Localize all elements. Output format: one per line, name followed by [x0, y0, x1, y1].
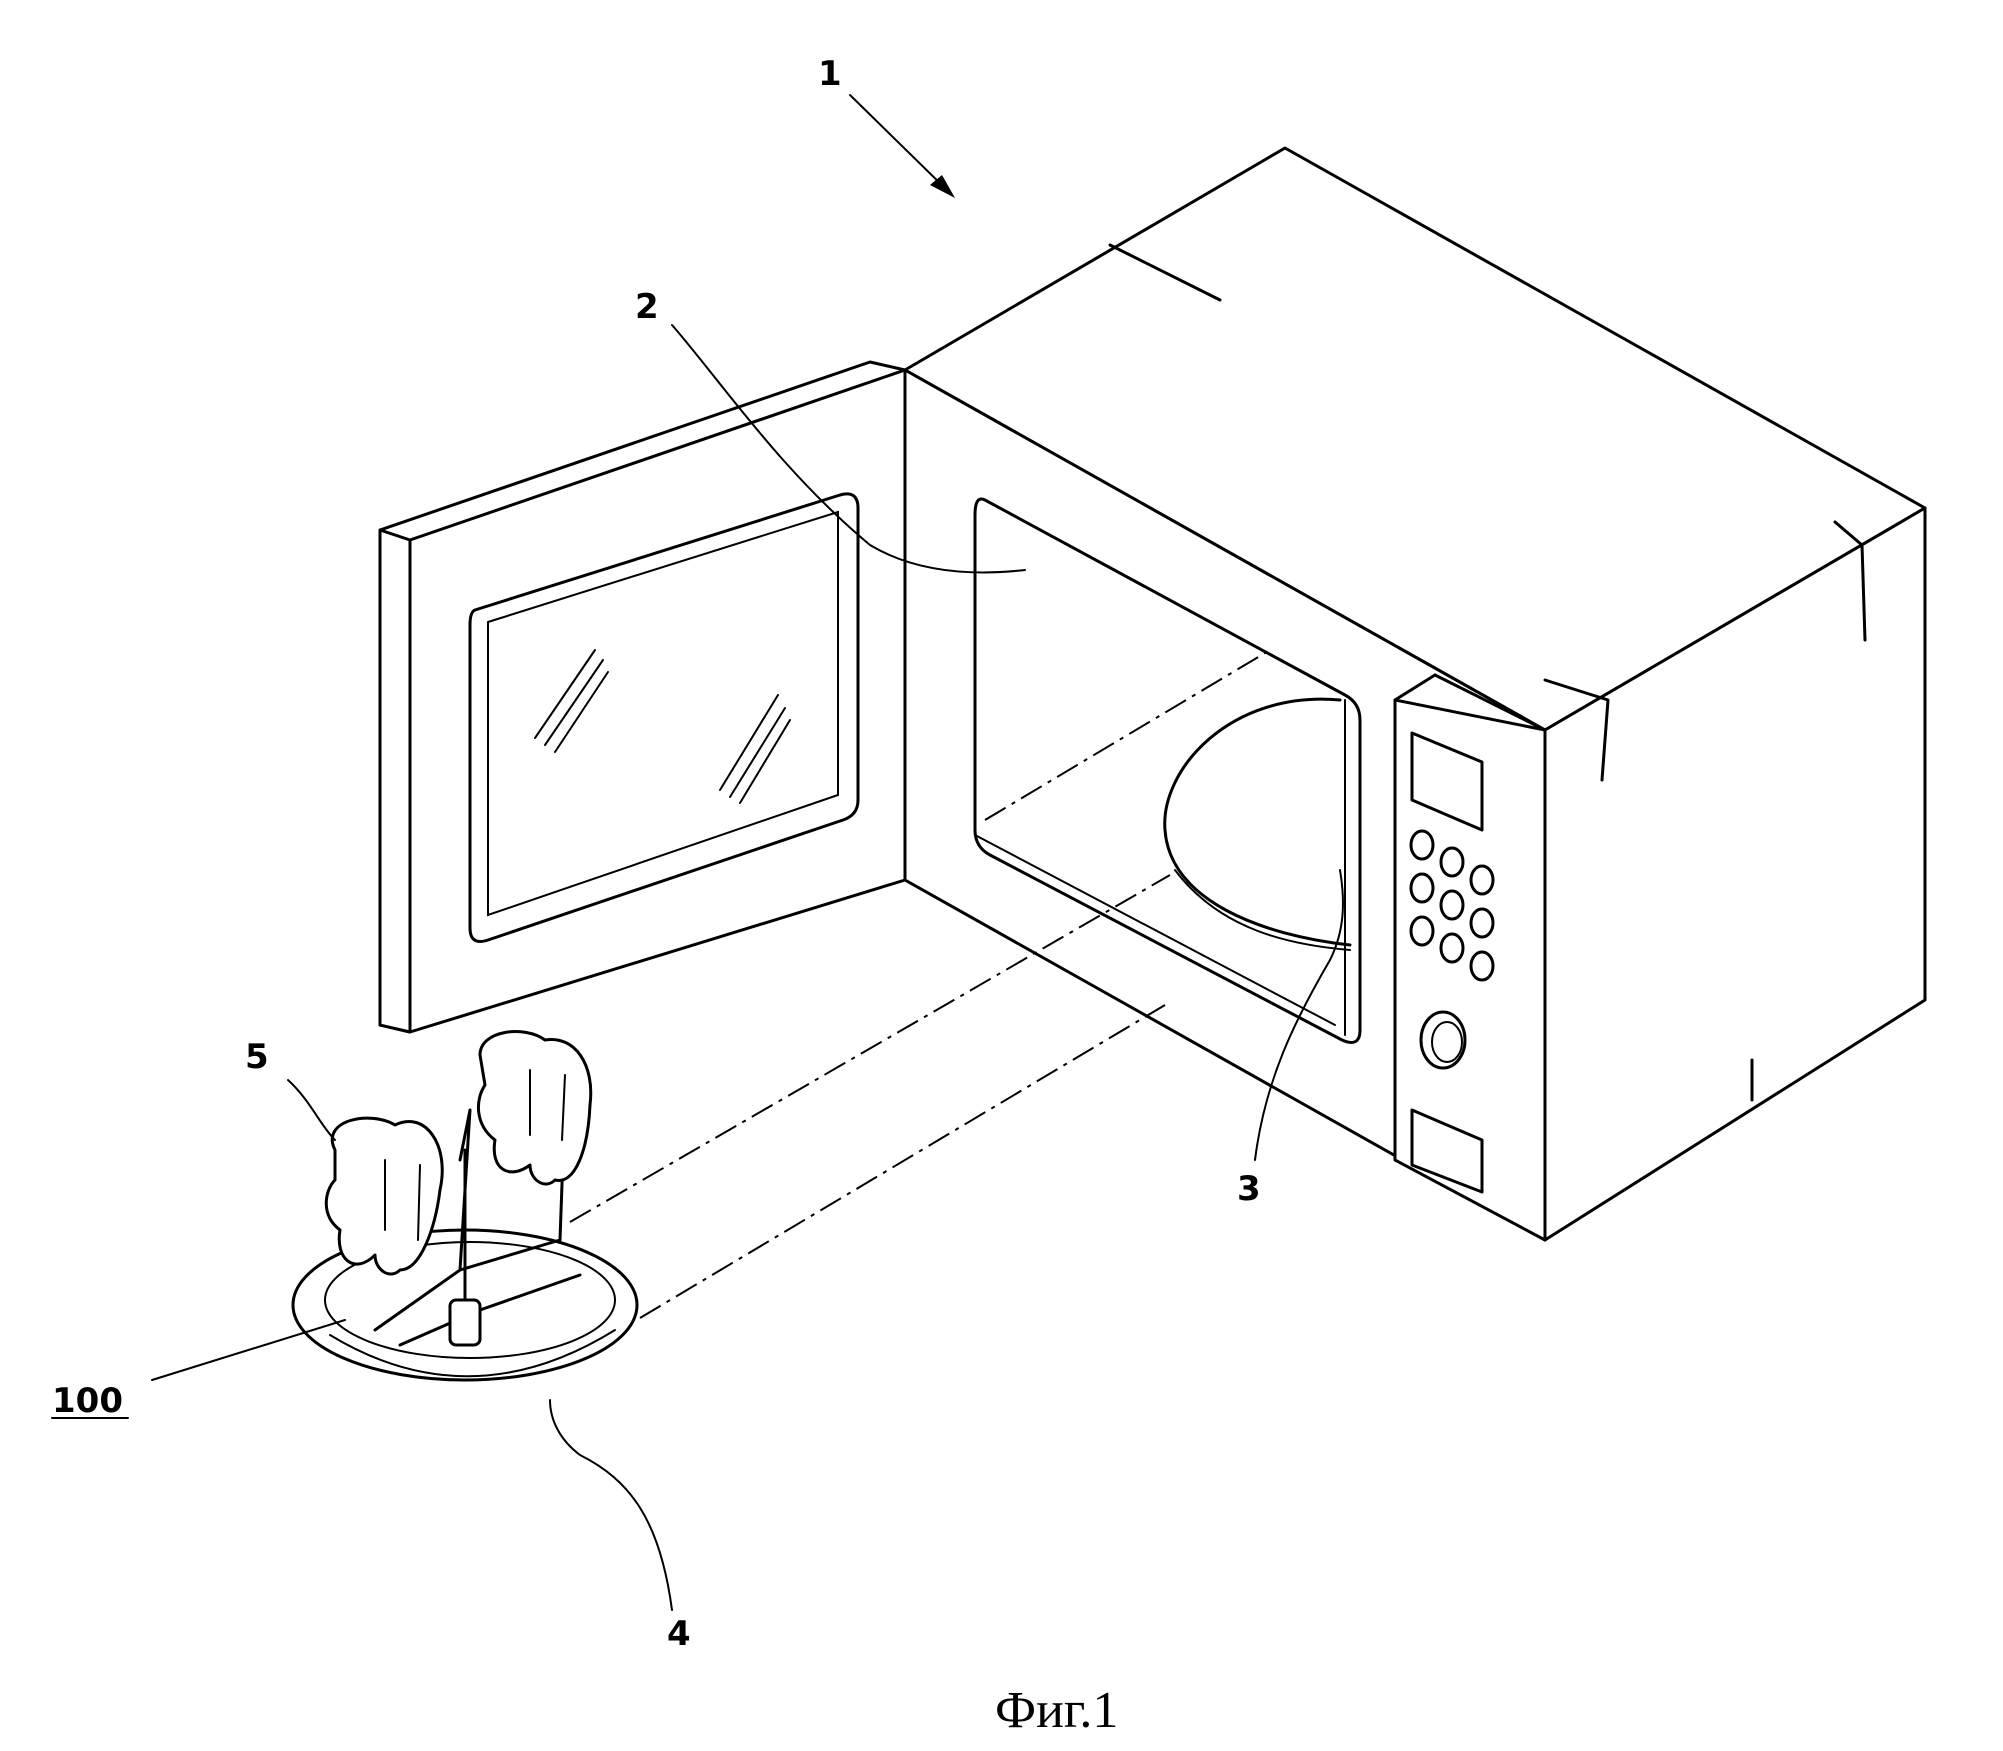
keypad: [1409, 829, 1495, 982]
door-window-frame: [468, 492, 860, 943]
tray-inner: [324, 1241, 616, 1359]
label-turntable: 3: [1237, 1169, 1261, 1209]
dial-knob: [1419, 1010, 1467, 1070]
leader-line-oven: [849, 94, 951, 194]
leader-line-food: [287, 1079, 336, 1141]
keypad-button: [1469, 907, 1495, 939]
label-food: 5: [245, 1037, 269, 1077]
label-oven: 1: [818, 54, 842, 94]
label-rack: 100: [52, 1381, 123, 1421]
keypad-button: [1409, 872, 1435, 904]
door-front: [378, 360, 907, 1034]
keypad-button: [1469, 950, 1495, 982]
oven-door: [378, 360, 907, 1034]
label-tray: 4: [667, 1614, 691, 1654]
microwave-oven: [903, 146, 1927, 1242]
panel-lower-window: [1410, 1108, 1484, 1194]
rack-hub: [448, 1298, 482, 1347]
figure-caption: Фиг.1: [995, 1682, 1118, 1739]
door-edge: [378, 528, 412, 1034]
tray-assembly: [151, 874, 1171, 1382]
display-window: [1410, 731, 1484, 832]
arrow-head-icon: [930, 175, 955, 198]
keypad-button: [1439, 932, 1465, 964]
cavity-opening: [973, 497, 1362, 1044]
leader-line-cavity: [671, 324, 1026, 574]
keypad-button: [1409, 829, 1435, 861]
leader-line-turntable: [1254, 869, 1344, 1161]
label-cavity: 2: [635, 287, 659, 327]
door-window-glass: [487, 510, 839, 917]
food-item: [476, 1030, 593, 1186]
keypad-button: [1409, 915, 1435, 947]
leader-line-tray: [549, 1399, 673, 1611]
keypad-button: [1469, 864, 1495, 896]
turntable: [1163, 697, 1352, 947]
keypad-button: [1439, 846, 1465, 878]
leader-lines: [287, 94, 1344, 1611]
keypad-button: [1439, 889, 1465, 921]
